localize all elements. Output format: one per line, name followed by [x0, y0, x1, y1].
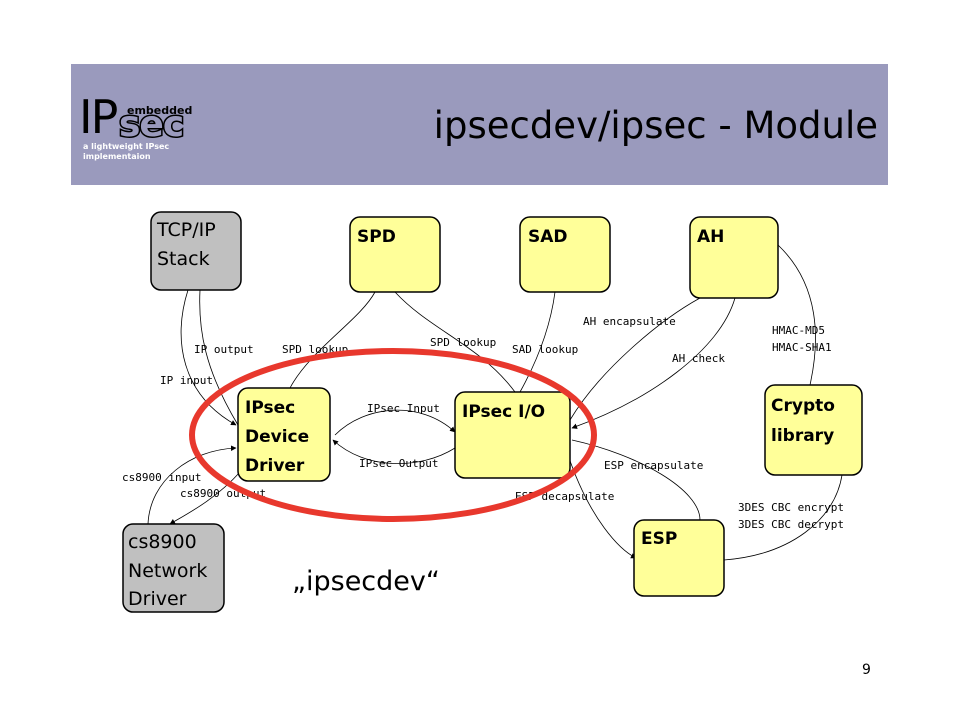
ipsecdev-label: „ipsecdev“: [292, 566, 440, 597]
node-ah-label: AH: [697, 227, 724, 247]
label-hmac-sha1: HMAC-SHA1: [772, 341, 832, 354]
node-device-driver-line3: Driver: [245, 456, 305, 476]
label-ipsec-output: IPsec Output: [359, 457, 438, 470]
edge-cs8900-output: [169, 471, 241, 525]
node-sad-label: SAD: [528, 227, 568, 247]
page-number: 9: [862, 662, 871, 678]
edge-spd-lookup-2: [394, 291, 516, 393]
edge-3des: [723, 474, 843, 561]
label-hmac-md5: HMAC-MD5: [772, 324, 825, 337]
slide-title: ipsecdev/ipsec - Module: [433, 104, 878, 147]
label-ah-encapsulate: AH encapsulate: [583, 315, 676, 328]
edge-sad-lookup: [519, 291, 556, 393]
node-device-driver-line1: IPsec: [245, 398, 295, 418]
node-spd: SPD: [349, 216, 441, 293]
label-cs8900-input: cs8900 input: [122, 471, 201, 484]
label-esp-encapsulate: ESP encapsulate: [604, 459, 703, 472]
edge-ipsec-output: [332, 439, 456, 464]
label-3des-encrypt: 3DES CBC encrypt: [738, 501, 844, 514]
node-ipsec-device-driver: IPsec Device Driver: [237, 387, 331, 482]
label-ah-check: AH check: [672, 352, 725, 365]
node-cs8900-line3: Driver: [128, 588, 187, 610]
edge-hmac: [777, 244, 816, 386]
node-ipsec-io: IPsec I/O: [454, 391, 571, 479]
node-crypto-line2: library: [771, 426, 834, 446]
edge-ip-input: [180, 289, 237, 426]
label-ipsec-input: IPsec Input: [367, 402, 440, 415]
edge-esp-decapsulate: [567, 454, 637, 559]
node-ipsec-io-label: IPsec I/O: [462, 402, 545, 422]
edge-ipsec-input: [334, 409, 456, 436]
node-cs8900-line2: Network: [128, 560, 207, 582]
edge-ah-check: [571, 297, 736, 429]
node-cs8900-line1: cs8900: [128, 531, 197, 553]
label-spd-lookup-2: SPD lookup: [430, 336, 496, 349]
logo-tagline: a lightweight IPsec implementaion: [83, 142, 170, 161]
edge-ip-output: [199, 289, 239, 426]
node-esp: ESP: [633, 519, 725, 597]
node-tcpip-line1: TCP/IP: [156, 219, 216, 241]
node-sad: SAD: [519, 216, 611, 293]
label-3des-decrypt: 3DES CBC decrypt: [738, 518, 844, 531]
node-device-driver-line2: Device: [245, 427, 309, 447]
node-crypto-library: Crypto library: [764, 384, 863, 476]
node-crypto-line1: Crypto: [771, 396, 835, 416]
slide-header: IP embedded sec a lightweight IPsec impl…: [71, 64, 888, 185]
label-ip-input: IP input: [160, 374, 213, 387]
logo-embedded-text: embedded: [127, 104, 193, 117]
logo-sec-text: sec: [117, 104, 185, 145]
edge-spd-lookup-1: [289, 291, 376, 389]
ipsecdev-highlight: [189, 348, 597, 522]
node-tcpip-stack: TCP/IP Stack: [150, 211, 242, 291]
node-ah: AH: [689, 216, 779, 299]
edge-esp-encapsulate: [571, 439, 701, 521]
node-spd-label: SPD: [357, 227, 396, 247]
label-ip-output: IP output: [194, 343, 254, 356]
node-esp-label: ESP: [641, 529, 677, 549]
node-cs8900-driver: cs8900 Network Driver: [122, 523, 225, 613]
label-sad-lookup: SAD lookup: [512, 343, 578, 356]
edge-cs8900-input: [147, 445, 237, 525]
node-tcpip-line2: Stack: [157, 248, 210, 270]
logo-ip-text: IP: [79, 90, 118, 144]
